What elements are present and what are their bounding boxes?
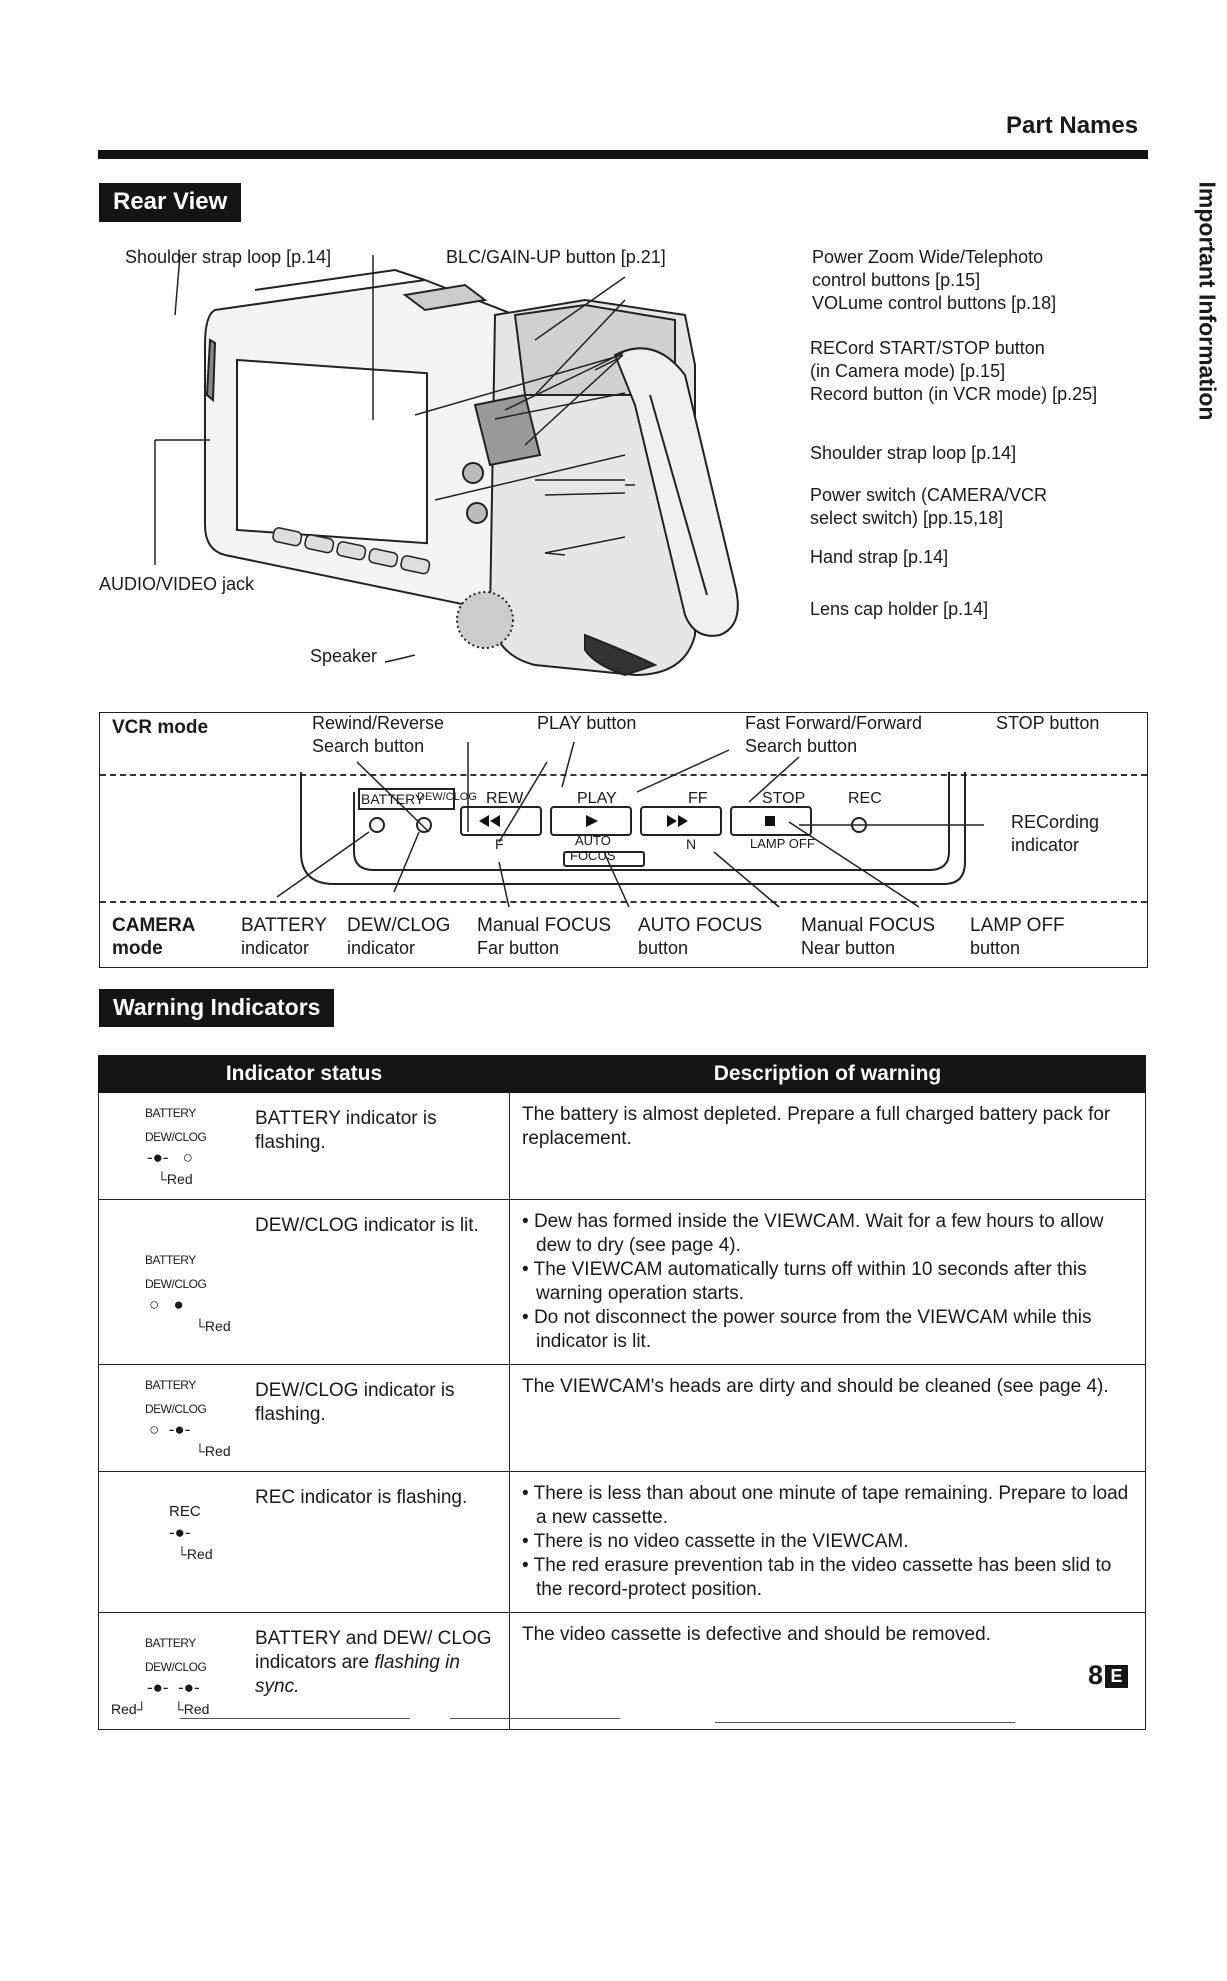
control-panel-diagram — [99, 712, 1148, 968]
vcr-mode-label: VCR mode — [112, 717, 209, 738]
table-row: BATTERY DEW/CLOG -●- ○ └Red BATTERY indi… — [98, 1092, 1146, 1200]
description-text: There is less than about one minute of t… — [509, 1471, 1146, 1613]
table-row: BATTERY DEW/CLOG ○ ● └Red DEW/CLOG indic… — [98, 1199, 1146, 1365]
callout-shoulder-strap-right: Shoulder strap loop [p.14] — [810, 443, 1017, 463]
status-text: DEW/CLOG indicator is flashing. — [255, 1380, 455, 1425]
button-panel-graphic — [276, 741, 984, 908]
callout-power-zoom: Power Zoom Wide/Telephoto control button… — [812, 247, 1057, 313]
col-description: Description of warning — [509, 1055, 1146, 1093]
divider — [450, 1718, 620, 1719]
col-indicator-status: Indicator status — [98, 1055, 510, 1093]
panel-play-text: PLAY — [577, 790, 617, 807]
list-item: There is less than about one minute of t… — [522, 1482, 1133, 1530]
page-header-title: Part Names — [1006, 112, 1139, 139]
list-item: Do not disconnect the power source from … — [522, 1306, 1133, 1354]
header-rule — [98, 150, 1148, 159]
divider — [180, 1718, 410, 1719]
rear-view-title: Rear View — [99, 183, 242, 222]
callout-power-switch: Power switch (CAMERA/VCR select switch) … — [810, 485, 1048, 528]
panel-n-text: N — [686, 836, 697, 852]
label-auto-focus: AUTO FOCUS button — [638, 915, 763, 958]
panel-ff-text: FF — [688, 790, 708, 807]
panel-rew-text: REW — [486, 790, 524, 807]
side-tab-label: Important Information — [1194, 181, 1221, 420]
label-rew: Rewind/Reverse Search button — [312, 713, 445, 756]
callout-lens-cap: Lens cap holder [p.14] — [810, 599, 989, 619]
label-dewclog: DEW/CLOG indicator — [347, 915, 451, 958]
list-item: The red erasure prevention tab in the vi… — [522, 1554, 1133, 1602]
panel-stop-text: STOP — [762, 790, 806, 807]
callout-speaker: Speaker — [310, 646, 378, 666]
panel-rec-text: REC — [848, 790, 882, 807]
table-header-row: Indicator status Description of warning — [98, 1055, 1146, 1093]
panel-dewclog-text: DEW/CLOG — [417, 791, 477, 803]
label-stop: STOP button — [996, 713, 1100, 733]
table-row: REC -●- └Red REC indicator is flashing. … — [98, 1471, 1146, 1613]
callout-shoulder-strap-top: Shoulder strap loop [p.14] — [125, 247, 332, 267]
side-tab: Important Information — [1190, 168, 1224, 433]
description-text: Dew has formed inside the VIEWCAM. Wait … — [509, 1199, 1146, 1365]
rec-flashing-icon: REC -●- └Red — [169, 1503, 213, 1562]
description-text: The video cassette is defective and shou… — [509, 1612, 1146, 1730]
description-text: The battery is almost depleted. Prepare … — [509, 1092, 1146, 1200]
list-item: The VIEWCAM automatically turns off with… — [522, 1258, 1133, 1306]
label-rec-indicator: RECording indicator — [1011, 812, 1100, 855]
status-text: DEW/CLOG indicator is lit. — [255, 1215, 479, 1236]
panel-auto-text: AUTO — [575, 833, 611, 848]
panel-battery-text: BATTERY — [361, 791, 425, 807]
table-row: BATTERY DEW/CLOG -●- -●- Red┘ └Red BATTE… — [98, 1612, 1146, 1730]
divider — [715, 1722, 1015, 1723]
list-item: Dew has formed inside the VIEWCAM. Wait … — [522, 1210, 1133, 1258]
table-row: BATTERY DEW/CLOG ○ -●- └Red DEW/CLOG ind… — [98, 1364, 1146, 1472]
battery-flashing-icon: BATTERY DEW/CLOG -●- ○ └Red — [145, 1106, 207, 1187]
panel-focus-text: FOCUS — [570, 848, 616, 863]
battery-dewclog-sync-icon: BATTERY DEW/CLOG -●- -●- Red┘ └Red — [111, 1636, 210, 1717]
label-manual-far: Manual FOCUS Far button — [477, 915, 612, 958]
camera-mode-label: CAMERA mode — [112, 915, 196, 959]
callout-blc-gain: BLC/GAIN-UP button [p.21] — [446, 247, 666, 267]
label-manual-near: Manual FOCUS Near button — [801, 915, 936, 958]
dewclog-lit-icon: BATTERY DEW/CLOG ○ ● └Red — [145, 1253, 231, 1334]
status-text: BATTERY and DEW/ CLOG indicators are fla… — [255, 1628, 492, 1697]
panel-f-text: F — [495, 836, 504, 852]
label-ff: Fast Forward/Forward Search button — [745, 713, 923, 756]
label-battery: BATTERY indicator — [241, 915, 327, 958]
callout-audio-video: AUDIO/VIDEO jack — [99, 574, 255, 594]
panel-lamp-off-text: LAMP OFF — [750, 836, 815, 851]
status-text: REC indicator is flashing. — [255, 1487, 468, 1508]
warning-table: Indicator status Description of warning … — [98, 1055, 1146, 1730]
camcorder-illustration — [154, 255, 739, 677]
list-item: There is no video cassette in the VIEWCA… — [522, 1530, 1133, 1554]
status-text: BATTERY indicator is flashing. — [255, 1108, 437, 1153]
label-lamp-off: LAMP OFF button — [970, 915, 1065, 958]
page-letter-badge: E — [1105, 1665, 1129, 1688]
callout-hand-strap: Hand strap [p.14] — [810, 547, 949, 567]
callout-record: RECord START/STOP button (in Camera mode… — [810, 338, 1098, 404]
dewclog-flashing-icon: BATTERY DEW/CLOG ○ -●- └Red — [145, 1378, 231, 1459]
label-play: PLAY button — [537, 713, 637, 733]
warning-indicators-title: Warning Indicators — [99, 989, 335, 1027]
description-text: The VIEWCAM's heads are dirty and should… — [509, 1364, 1146, 1472]
